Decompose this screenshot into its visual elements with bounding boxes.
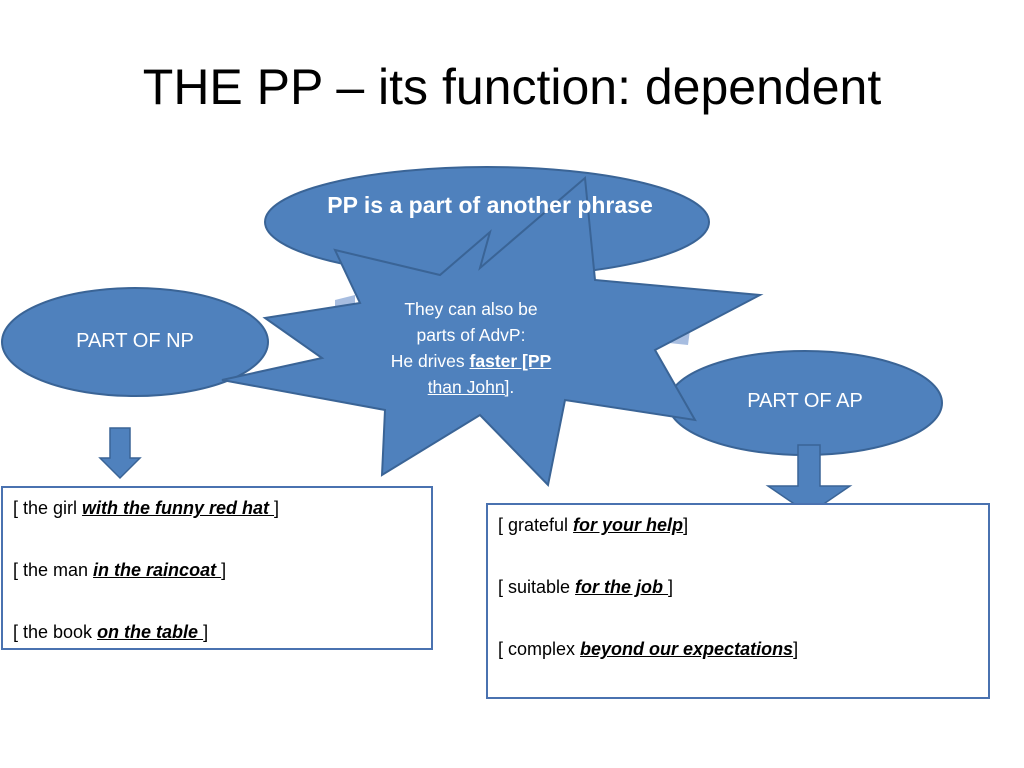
example-open: [ the girl	[13, 498, 83, 518]
example-pp: beyond our expectations	[580, 639, 794, 659]
callout-underlined-2: than John]	[427, 377, 510, 397]
top-ellipse	[264, 166, 710, 278]
example-pp: for your help	[573, 515, 684, 535]
ap-example: [ grateful for your help]	[498, 515, 988, 577]
np-ellipse	[1, 287, 269, 397]
np-example: [ the book on the table ]	[13, 622, 431, 684]
np-ellipse-label: PART OF NP	[76, 330, 194, 352]
slide-title: THE PP – its function: dependent	[142, 59, 882, 115]
callout-plain: He drives	[390, 351, 470, 371]
callout-line-4: than John].	[356, 374, 586, 400]
example-open: [ the book	[13, 622, 98, 642]
example-close: ]	[203, 622, 209, 642]
np-example: [ the girl with the funny red hat ]	[13, 498, 431, 560]
ap-example: [ complex beyond our expectations]	[498, 639, 988, 701]
np-example: [ the man in the raincoat ]	[13, 560, 431, 622]
down-arrow-np-icon	[98, 427, 142, 480]
example-pp: in the raincoat	[93, 560, 222, 580]
np-examples-box: [ the girl with the funny red hat ] [ th…	[1, 486, 433, 650]
callout-tail: .	[509, 377, 515, 397]
example-open: [ the man	[13, 560, 94, 580]
callout-text: They can also be parts of AdvP: He drive…	[356, 296, 586, 400]
callout-line-3: He drives faster [PP	[356, 348, 586, 374]
example-open: [ complex	[498, 639, 581, 659]
example-open: [ suitable	[498, 577, 576, 597]
example-open: [ grateful	[498, 515, 574, 535]
example-close: ]	[221, 560, 227, 580]
ap-ellipse-label: PART OF AP	[747, 390, 863, 412]
example-close: ]	[683, 515, 689, 535]
ap-example: [ suitable for the job ]	[498, 577, 988, 639]
example-pp: for the job	[575, 577, 669, 597]
callout-line-1: They can also be	[404, 299, 538, 319]
starburst-callout	[221, 175, 764, 488]
ap-examples-box: [ grateful for your help] [ suitable for…	[486, 503, 990, 699]
example-close: ]	[274, 498, 280, 518]
example-close: ]	[668, 577, 674, 597]
top-ellipse-text: PP is a part of another phrase	[327, 192, 653, 218]
callout-line-2: parts of AdvP:	[416, 325, 526, 345]
example-pp: on the table	[97, 622, 204, 642]
callout-underlined-1: faster [PP	[469, 351, 552, 371]
down-arrow-ap-icon	[765, 444, 853, 515]
example-close: ]	[793, 639, 799, 659]
example-pp: with the funny red hat	[82, 498, 275, 518]
